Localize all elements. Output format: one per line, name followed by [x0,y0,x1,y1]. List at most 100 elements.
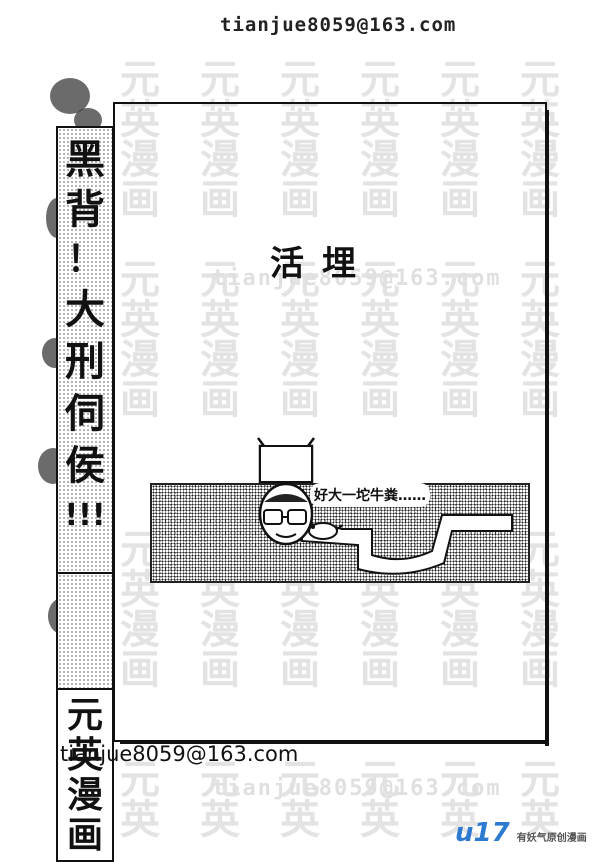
watermark-char: 漫 [520,137,560,183]
watermark-char: 英 [520,97,560,143]
watermark-char: 漫 [440,607,480,653]
title-char: 伺 [65,391,105,437]
watermark-char: 英 [360,297,400,343]
watermark-char: 英 [440,797,480,843]
watermark-char: 元 [360,57,400,103]
watermark-char: 元 [200,757,240,803]
watermark-char: 元 [200,257,240,303]
watermark-char: 漫 [440,337,480,383]
watermark-char: 英 [360,97,400,143]
watermark-char: 元 [440,757,480,803]
watermark-char: 元 [120,57,160,103]
watermark-char: 画 [120,377,160,423]
watermark-char: 漫 [520,337,560,383]
studio-char: 元 [66,695,103,736]
watermark-char: 画 [200,647,240,693]
watermark-char: 英 [440,97,480,143]
watermark-char: 元 [520,57,560,103]
top-email-text: tianjue8059@163.com [220,14,457,36]
watermark-char: 画 [440,647,480,693]
watermark-char: 英 [440,297,480,343]
watermark-char: 漫 [120,137,160,183]
watermark-char: 漫 [280,607,320,653]
watermark-char: 元 [360,757,400,803]
title-char: 黑 [65,137,105,183]
watermark-char: 元 [520,257,560,303]
watermark-char: 画 [200,177,240,223]
title-char: !!! [64,498,106,533]
watermark-char: 元 [280,257,320,303]
watermark-char: 画 [120,647,160,693]
watermark-char: 元 [280,757,320,803]
title-bar: 黑 背 ！ 大 刑 伺 侯 !!! 元 英 漫 画 [38,78,114,862]
watermark-char: 英 [360,797,400,843]
character-head-drawing [257,437,315,546]
watermark-email-bottom: tianjue8059@163.com [212,776,502,801]
watermark-char: 漫 [360,337,400,383]
watermark-char: 漫 [440,137,480,183]
watermark-char: 漫 [280,337,320,383]
watermark-char: 画 [360,377,400,423]
panel-shadow [545,110,549,746]
u17-logo: u17 有妖气原创漫画 [455,818,587,848]
watermark-char: 漫 [360,137,400,183]
title-char: 侯 [65,443,105,489]
watermark-char: 英 [120,297,160,343]
panel-title: 活埋 [270,244,374,284]
title-pattern-box [56,572,114,690]
watermark-char: 漫 [120,607,160,653]
bottom-email-text: tianjue8059@163.com [60,742,299,766]
watermark-char: 画 [520,647,560,693]
watermark-char: 画 [280,647,320,693]
title-char: 背 [65,187,105,233]
watermark-char: 英 [520,297,560,343]
watermark-email-middle: tianjue8059@163.com [212,266,502,291]
watermark-char: 画 [360,177,400,223]
watermark-char: 画 [280,177,320,223]
watermark-char: 元 [440,257,480,303]
watermark-char: 画 [120,177,160,223]
watermark-char: 英 [120,797,160,843]
watermark-char: 英 [120,97,160,143]
watermark-char: 漫 [200,137,240,183]
title-studio-box: 元 英 漫 画 [56,688,114,862]
watermark-char: 画 [280,377,320,423]
watermark-char: 漫 [200,607,240,653]
watermark-char: 漫 [280,137,320,183]
watermark-char: 画 [440,177,480,223]
watermark-char: 英 [200,797,240,843]
watermark-char: 英 [280,297,320,343]
watermark-char: 漫 [360,607,400,653]
watermark-char: 英 [280,797,320,843]
watermark-char: 英 [520,797,560,843]
watermark-char: 元 [520,757,560,803]
studio-char: 漫 [66,775,103,816]
watermark-char: 英 [200,97,240,143]
watermark-char: 画 [360,647,400,693]
creature-drawing [308,522,344,540]
studio-char: 英 [66,735,103,776]
title-char: 大 [65,287,105,333]
watermark-char: 画 [520,177,560,223]
panel-shadow [120,740,549,744]
ground-dirt [150,483,530,583]
watermark-char: 画 [440,377,480,423]
watermark-char: 元 [280,57,320,103]
title-char: 刑 [65,339,105,385]
watermark-char: 元 [440,57,480,103]
watermark-char: 画 [520,377,560,423]
watermark-char: 元 [120,257,160,303]
watermark-char: 元 [200,57,240,103]
watermark-char: 元 [360,257,400,303]
title-main-box: 黑 背 ！ 大 刑 伺 侯 !!! [56,126,114,576]
watermark-char: 漫 [520,607,560,653]
watermark-char: 英 [200,297,240,343]
watermark-char: 漫 [200,337,240,383]
studio-char: 画 [66,815,103,856]
watermark-char: 元 [120,757,160,803]
logo-subtext: 有妖气原创漫画 [516,833,587,844]
title-char: ！ [66,239,103,280]
logo-mark: u17 [455,818,510,848]
watermark-char: 画 [200,377,240,423]
watermark-char: 漫 [120,337,160,383]
